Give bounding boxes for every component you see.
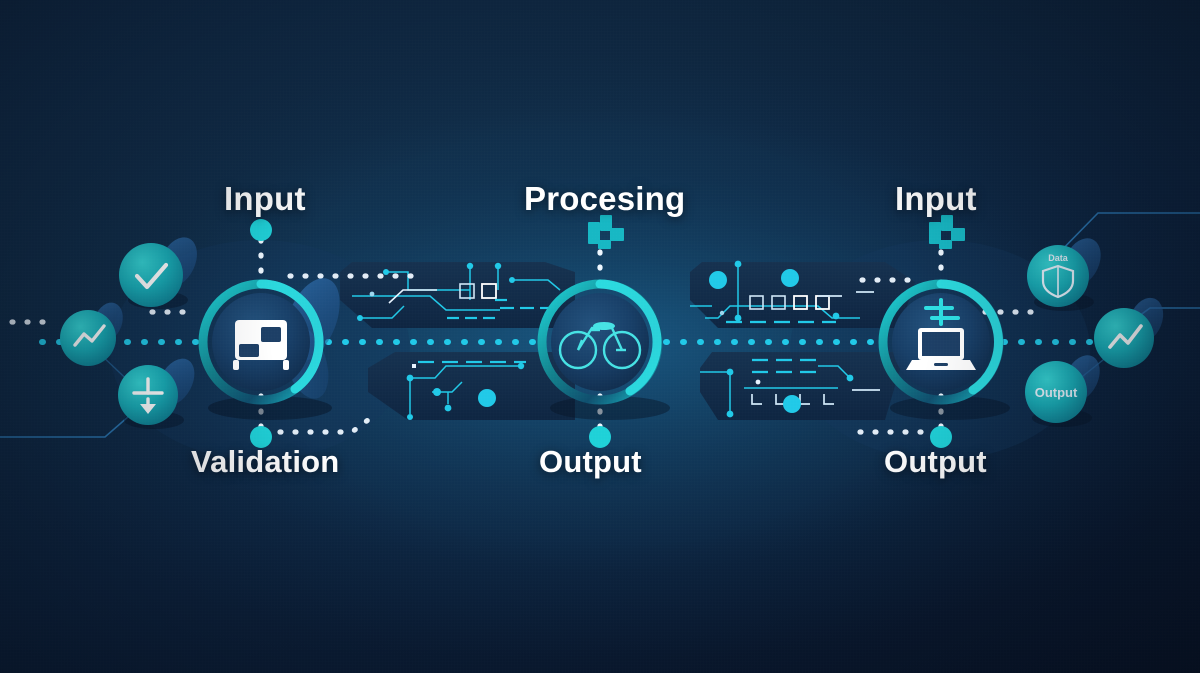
satellite-download[interactable] bbox=[118, 352, 202, 429]
stage-2-bottom-label: Output bbox=[539, 444, 642, 479]
satellite-check[interactable] bbox=[119, 231, 204, 309]
stage-3-bottom-label: Output bbox=[884, 444, 987, 479]
stage-1-bottom-label: Validation bbox=[191, 444, 340, 479]
satellite-chart-left[interactable] bbox=[60, 298, 128, 366]
stage-1-top-label: Input bbox=[224, 180, 306, 217]
stage-3-top-label: Input bbox=[895, 180, 977, 217]
satellite-shield[interactable]: Data bbox=[1027, 232, 1108, 311]
satellite-output[interactable]: Output bbox=[1025, 349, 1107, 427]
stage-2-top-label: Procesing bbox=[524, 180, 686, 217]
satellite-shield-label: Data bbox=[1048, 253, 1069, 263]
satellite-output-label: Output bbox=[1035, 385, 1078, 400]
satellite-chart-right[interactable] bbox=[1094, 293, 1169, 368]
